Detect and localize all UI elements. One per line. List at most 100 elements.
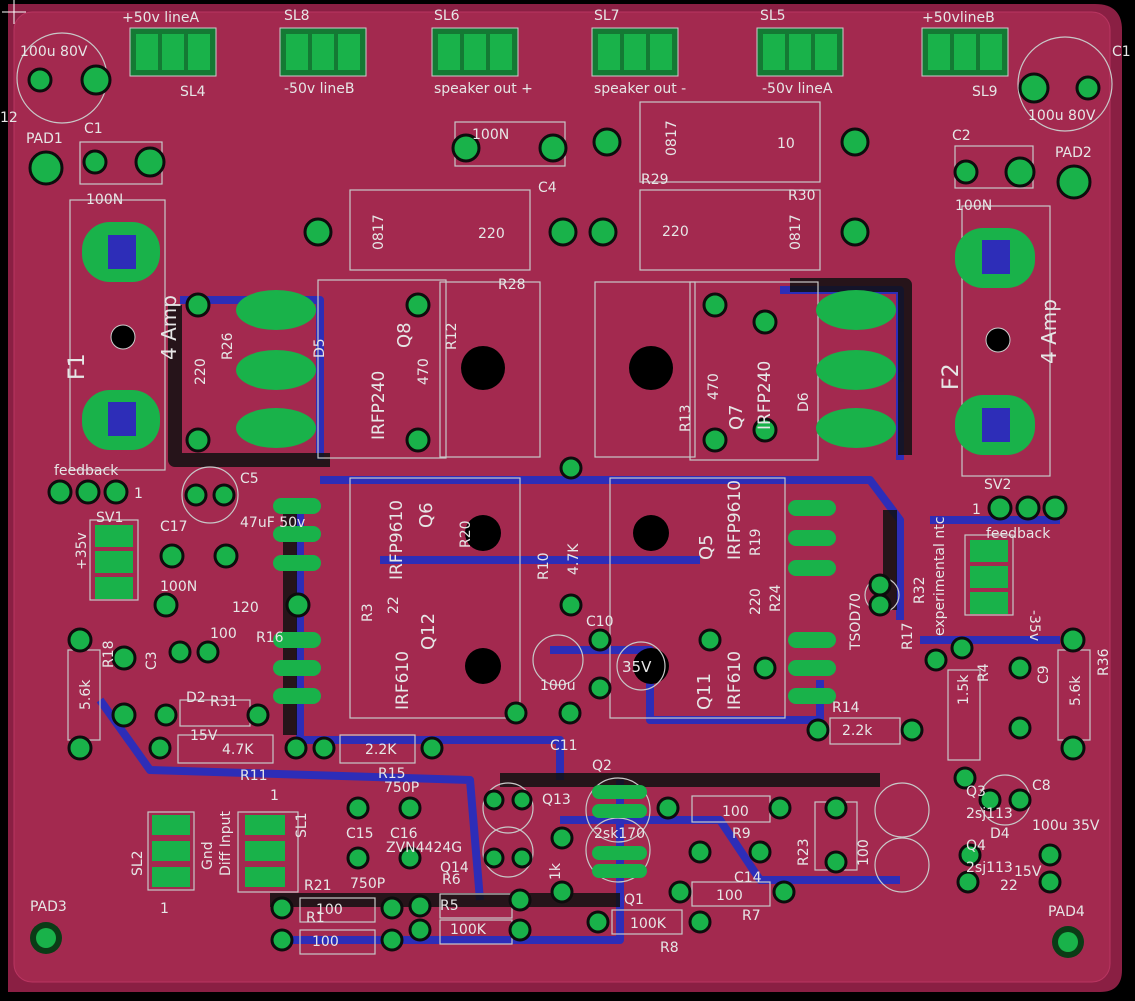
- r28-code: 0817: [371, 214, 387, 250]
- r17-label: R17: [900, 622, 916, 650]
- r21-value: 100: [316, 902, 343, 918]
- d2-value: 15V: [190, 728, 218, 744]
- p35-label: +35v: [74, 532, 90, 570]
- r24-label: R24: [768, 584, 784, 612]
- r3-label: R3: [360, 603, 376, 622]
- diff-input-label: Diff Input: [218, 810, 234, 876]
- c17-label: C17: [160, 519, 188, 535]
- q13-label: Q13: [542, 792, 571, 808]
- r9-value: 100: [722, 804, 749, 820]
- c11-label: C11: [550, 738, 578, 754]
- c16-label: C16: [390, 826, 418, 842]
- feedback-right-label: feedback: [986, 526, 1051, 542]
- r18-value: 5.6k: [78, 679, 94, 710]
- via-pads: [27, 64, 1101, 958]
- r26-label: R26: [220, 332, 236, 360]
- r13-label: R13: [678, 404, 694, 432]
- c4-value: 100N: [472, 127, 509, 143]
- r36-label: R36: [1096, 648, 1112, 676]
- origin-crosshair: [2, 0, 26, 24]
- f2-label: F2: [939, 363, 964, 390]
- c2-label: C2: [952, 128, 971, 144]
- cap-left-top-value: 100u 80V: [20, 44, 88, 60]
- d2-label: D2: [186, 690, 206, 706]
- c15-value: 750P: [384, 780, 419, 796]
- q6-part: IRFP9610: [387, 500, 407, 580]
- c2-value: 100N: [955, 198, 992, 214]
- q12-part: IRF610: [393, 651, 413, 710]
- c1-label: C1: [84, 121, 103, 137]
- r29-label: R29: [641, 172, 669, 188]
- mounting-holes: [110, 324, 1011, 684]
- r24-value: 220: [748, 588, 764, 615]
- r21-label: R21: [304, 878, 332, 894]
- r14-value: 2.2k: [842, 723, 873, 739]
- c5-value: 47uF 50v: [240, 515, 305, 531]
- r28-label: R28: [498, 277, 526, 293]
- r6-label: R6: [442, 872, 461, 888]
- r4-label: R4: [976, 663, 992, 682]
- c9-label: C9: [1036, 665, 1052, 684]
- sod70-label: TSOD70: [848, 593, 864, 651]
- q5-part: IRFP9610: [725, 480, 745, 560]
- f1-label: F1: [65, 353, 90, 380]
- sl2-label: SL2: [130, 850, 146, 876]
- pad2-label: PAD2: [1055, 145, 1092, 161]
- r11-value: 4.7K: [222, 742, 254, 758]
- r5-value: 100K: [450, 922, 487, 938]
- c10-label: C10: [586, 614, 614, 630]
- cap-right-top-value: 100u 80V: [1028, 108, 1096, 124]
- sl2-pin1: 1: [160, 901, 169, 917]
- connector-label-sl5: SL5: [760, 8, 786, 24]
- d3-value: 35V: [622, 658, 652, 676]
- r29-value: 10: [777, 136, 795, 152]
- r9-label: R9: [732, 826, 751, 842]
- connector-label-sl6-net: speaker out +: [434, 81, 533, 97]
- r18-label: R18: [101, 640, 117, 668]
- r22-value: 22: [1000, 878, 1018, 894]
- c4-label: C4: [538, 180, 557, 196]
- top-copper: [13, 11, 1111, 983]
- r10-label: R10: [536, 552, 552, 580]
- r16-label: R16: [256, 630, 284, 646]
- c16-value: 750P: [350, 876, 385, 892]
- c14-label: C14: [734, 870, 762, 886]
- r30-code: 0817: [788, 214, 804, 250]
- q1-label: Q1: [624, 892, 644, 908]
- r20-label: R20: [458, 520, 474, 548]
- r15-label: R15: [378, 766, 406, 782]
- r1-value: 100: [312, 934, 339, 950]
- r8-label: R8: [660, 940, 679, 956]
- r5-label: R5: [440, 898, 459, 914]
- m35-label: -35v: [1026, 610, 1042, 641]
- q14-label: Q14: [440, 860, 469, 876]
- connector-label-sl7-net: speaker out -: [594, 81, 686, 97]
- r31-label: R31: [210, 694, 238, 710]
- q3-part: 2sj113: [966, 806, 1013, 822]
- r30-label: R30: [788, 188, 816, 204]
- q8-part: IRFP240: [369, 371, 389, 440]
- r3-value: 22: [386, 596, 402, 614]
- connector-label-sl8-net: -50v lineB: [284, 81, 354, 97]
- sv2-pin1: 1: [972, 502, 981, 518]
- r23-value: 100: [856, 839, 872, 866]
- c15-label: C15: [346, 826, 374, 842]
- q7-part: IRFP240: [755, 361, 775, 430]
- r14-label: R14: [832, 700, 860, 716]
- q8-label: Q8: [394, 322, 415, 348]
- r8-value: 100K: [630, 916, 667, 932]
- r7-value: 100: [716, 888, 743, 904]
- r1-label: R1: [306, 910, 325, 926]
- d5-label: D5: [312, 338, 328, 358]
- connector-label-sl6: SL6: [434, 8, 460, 24]
- f1-value: 4 Amp: [157, 295, 181, 360]
- r29-code: 0817: [664, 120, 680, 156]
- d4-label: D4: [990, 826, 1010, 842]
- connector-label-sl4: SL4: [180, 84, 206, 100]
- d4-value: 15V: [1014, 864, 1042, 880]
- r36-value: 5.6k: [1068, 675, 1084, 706]
- r30-value: 220: [662, 224, 689, 240]
- r10-value: 4.7K: [566, 543, 582, 575]
- q12-label: Q12: [418, 613, 439, 650]
- r120-value: 120: [232, 600, 259, 616]
